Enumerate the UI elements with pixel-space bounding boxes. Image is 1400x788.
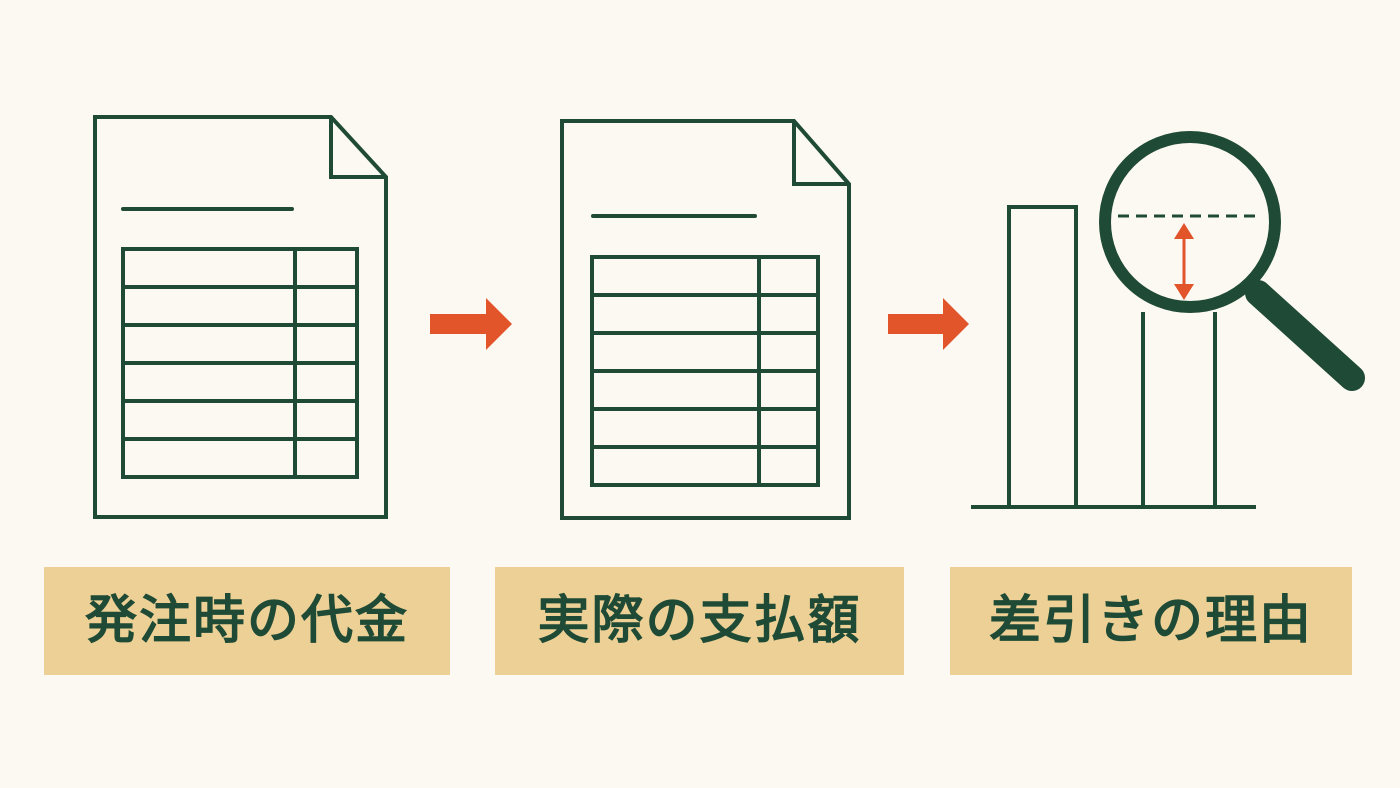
bar-chart-magnifier-icon [971,131,1365,509]
chart-bar-short [1141,312,1217,507]
chart-bar-tall [1007,205,1078,507]
step-label-text: 実際の支払額 [537,590,862,651]
step-label-deduction-reason: 差引きの理由 [950,567,1352,675]
arrow-right-icon [430,298,512,350]
step-label-actual-payment: 実際の支払額 [495,567,904,675]
document-table-icon [93,115,388,519]
magnifier-icon [1099,131,1365,391]
step-label-text: 差引きの理由 [988,590,1313,651]
step-label-text: 発注時の代金 [84,590,409,651]
step-label-order-price: 発注時の代金 [44,567,450,675]
arrow-right-icon [888,298,969,350]
document-table-icon [560,119,851,520]
difference-arrow-icon [1174,223,1194,300]
